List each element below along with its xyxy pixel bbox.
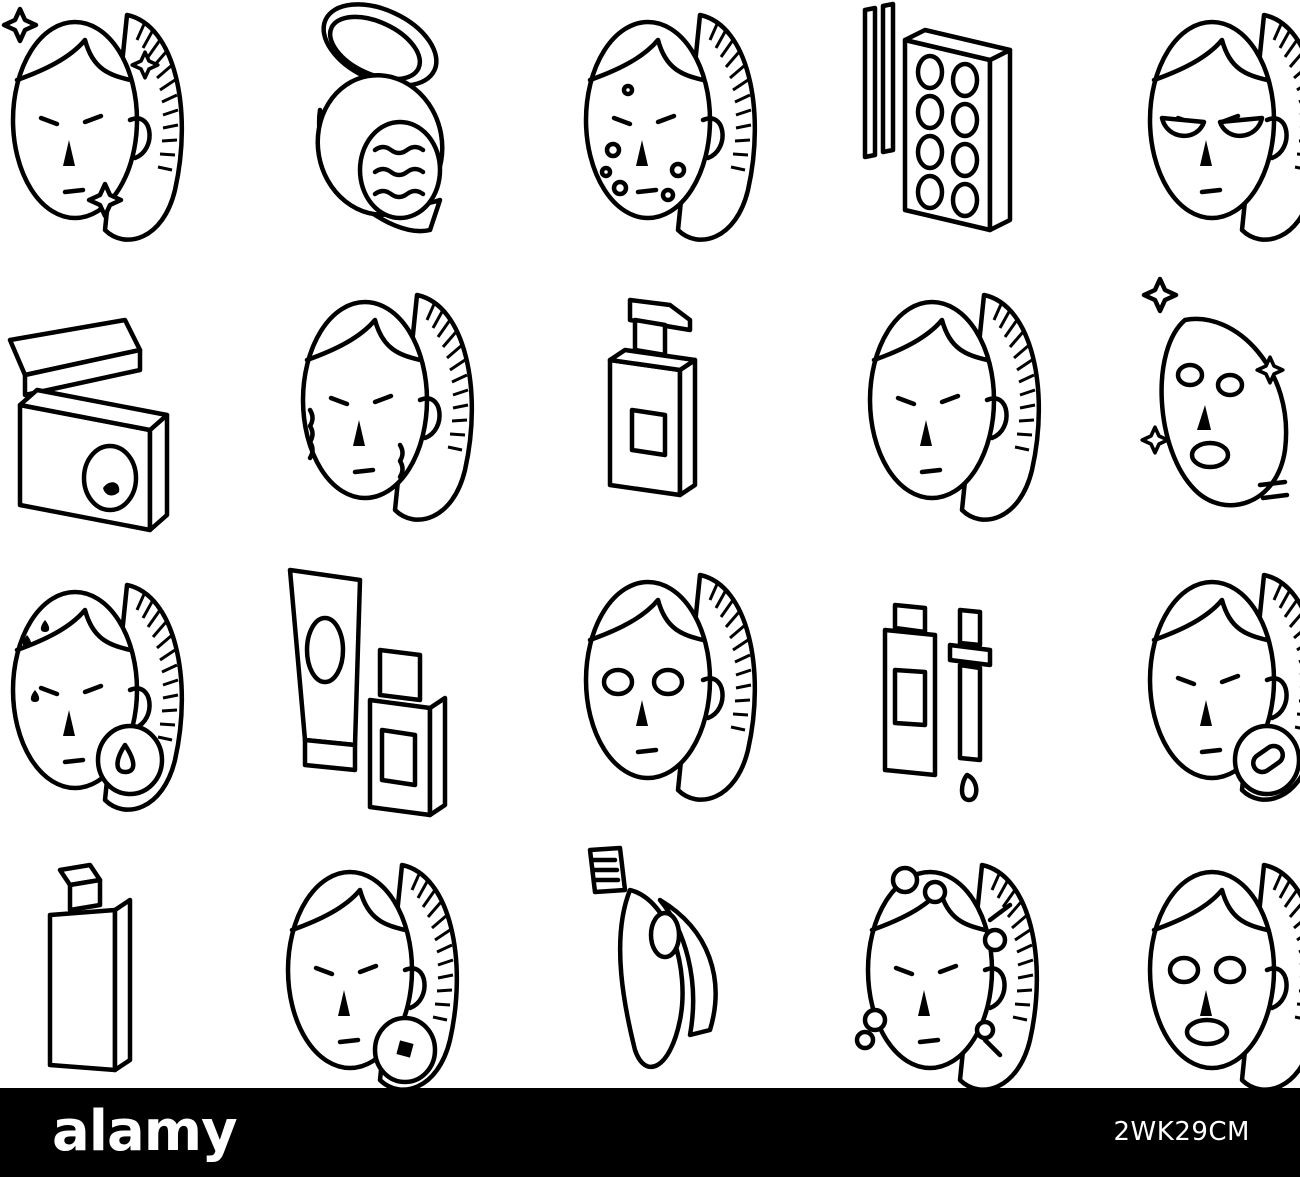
sheet-mask-icon bbox=[1140, 279, 1290, 508]
face-moisture-drops-icon bbox=[13, 585, 182, 810]
face-clay-mask-icon bbox=[586, 575, 755, 800]
compact-powder-icon bbox=[315, 2, 445, 234]
tube-and-bottle-icon bbox=[287, 567, 448, 818]
face-clean-skin-icon bbox=[870, 295, 1039, 520]
cream-box-icon bbox=[7, 317, 170, 533]
icon-grid bbox=[0, 0, 1300, 1088]
eyeshadow-palette-brushes-icon bbox=[862, 1, 1013, 233]
pump-bottle-icon bbox=[607, 297, 698, 498]
facial-cleansing-brush-icon bbox=[587, 845, 718, 1070]
image-id-label: 2WK29CM bbox=[1113, 1117, 1250, 1147]
alamy-logo: alamy bbox=[52, 1099, 238, 1164]
serum-dropper-bottle-icon bbox=[882, 602, 993, 803]
face-pill-treatment-icon bbox=[1150, 575, 1300, 800]
footer-bar: alamy 2WK29CM bbox=[0, 1088, 1300, 1177]
face-radiant-skin-icon bbox=[4, 9, 182, 240]
face-dry-skin-icon bbox=[303, 295, 472, 520]
spray-bottle-icon bbox=[47, 862, 133, 1073]
face-acne-icon bbox=[586, 15, 755, 240]
face-massage-roller-icon bbox=[854, 865, 1037, 1088]
face-eye-patches-icon bbox=[1150, 15, 1300, 240]
face-full-mask-icon bbox=[1150, 865, 1300, 1088]
face-product-pad-icon bbox=[288, 865, 457, 1088]
